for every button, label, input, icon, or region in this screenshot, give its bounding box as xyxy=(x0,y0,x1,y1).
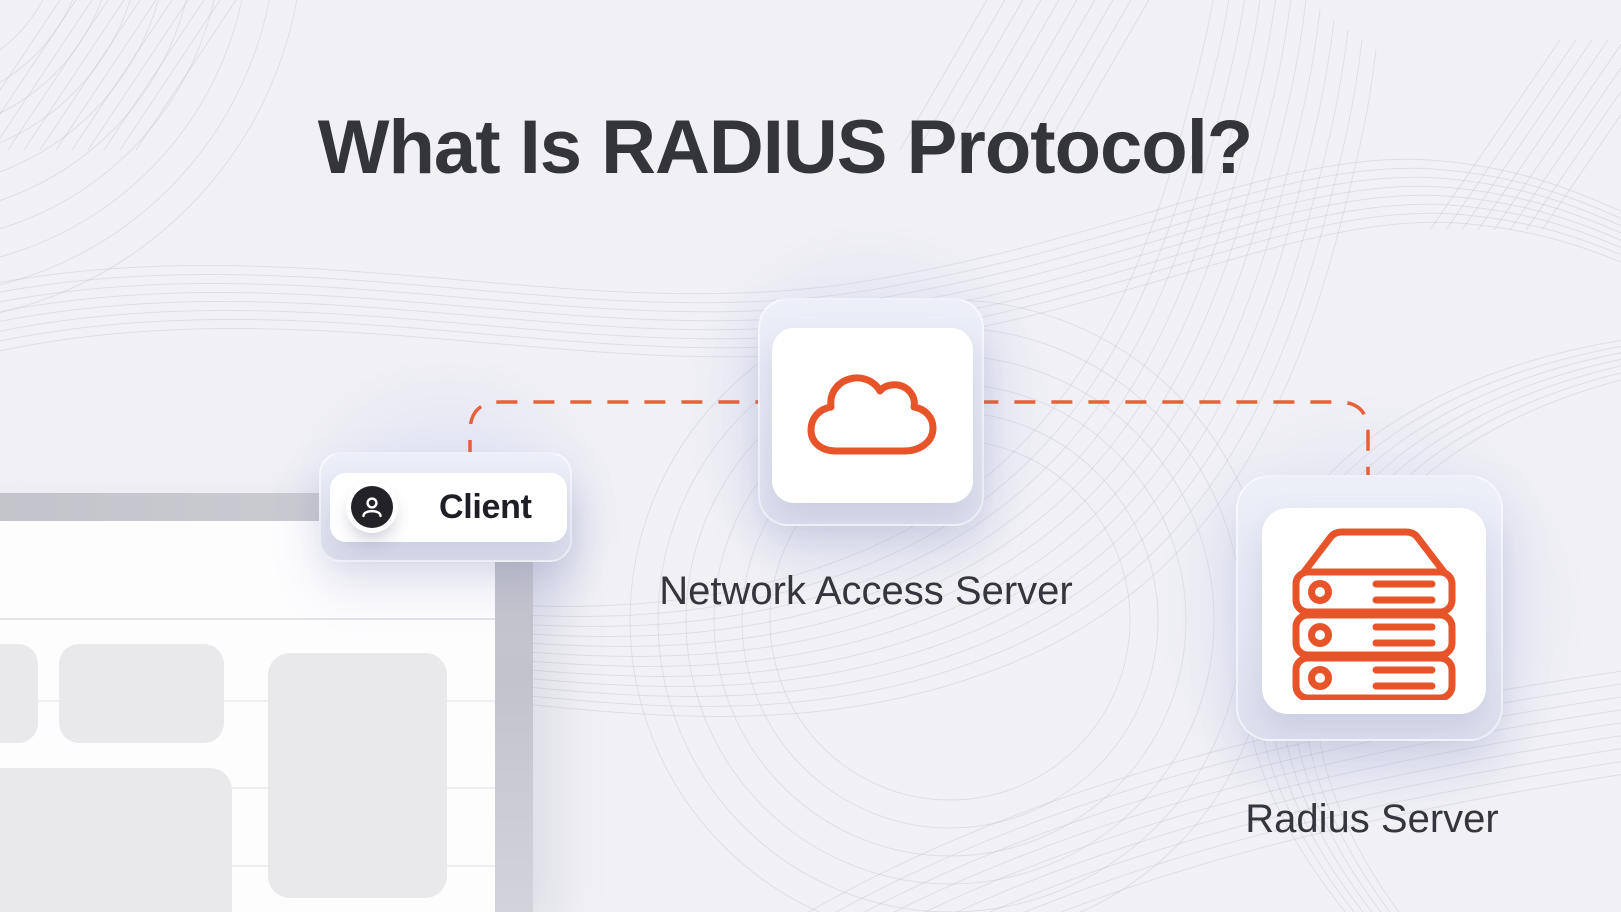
window-row-divider xyxy=(0,865,495,867)
placeholder-block xyxy=(59,644,224,743)
network-access-server-card xyxy=(758,298,984,526)
window-toolbar-divider xyxy=(0,618,495,620)
network-access-server-tile xyxy=(772,328,973,503)
server-stack-icon xyxy=(1292,528,1456,700)
client-card: Client xyxy=(319,452,572,562)
client-badge: Client xyxy=(330,473,567,542)
window-row-divider xyxy=(0,700,495,702)
page-title: What Is RADIUS Protocol? xyxy=(317,105,1253,190)
client-label: Client xyxy=(439,488,532,526)
placeholder-block xyxy=(268,653,447,898)
user-icon xyxy=(351,486,393,528)
network-access-server-label: Network Access Server xyxy=(659,569,1073,613)
radius-server-tile xyxy=(1262,508,1486,714)
window-content xyxy=(0,521,495,912)
placeholder-block xyxy=(0,644,38,743)
radius-server-label: Radius Server xyxy=(1245,797,1499,841)
radius-server-card xyxy=(1236,475,1503,741)
placeholder-block xyxy=(0,768,232,912)
window-right-edge-bar xyxy=(495,493,533,912)
cloud-icon xyxy=(807,374,937,455)
window-row-divider xyxy=(0,787,495,789)
